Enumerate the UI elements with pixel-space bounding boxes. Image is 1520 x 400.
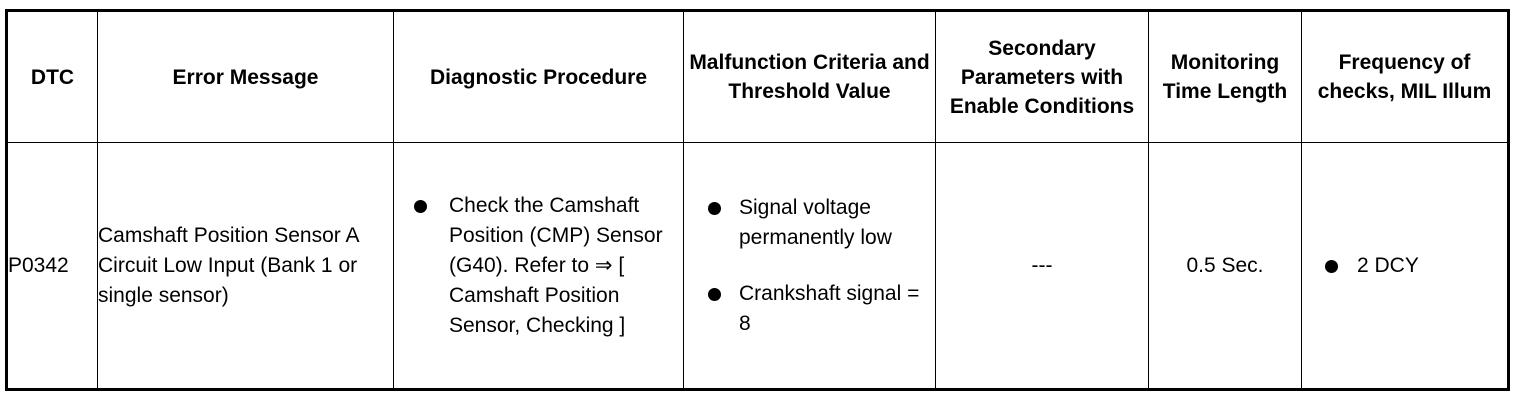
malfunction-criteria-cell: Signal voltage permanently low Crankshaf… xyxy=(683,142,936,390)
header-monitoring-time: Monitoring Time Length xyxy=(1148,10,1302,143)
frequency-cell: 2 DCY xyxy=(1301,142,1509,390)
header-error-message: Error Message xyxy=(97,10,394,143)
diagnostic-procedure-list: Check the Camshaft Position (CMP) Sensor… xyxy=(394,191,683,341)
header-secondary-parameters: Secondary Parameters with Enable Conditi… xyxy=(935,10,1149,143)
header-frequency: Frequency of checks, MIL Illum xyxy=(1301,10,1509,143)
monitoring-time: 0.5 Sec. xyxy=(1148,142,1302,390)
header-row: DTC Error Message Diagnostic Procedure M… xyxy=(6,10,1509,143)
dtc-code: P0342 xyxy=(6,142,98,390)
header-diagnostic-procedure: Diagnostic Procedure xyxy=(393,10,684,143)
malfunction-criteria-list: Signal voltage permanently low Crankshaf… xyxy=(684,193,935,339)
error-message: Camshaft Position Sensor A Circuit Low I… xyxy=(97,142,394,390)
malfunction-criteria-item: Signal voltage permanently low xyxy=(684,193,935,253)
header-malfunction-criteria: Malfunction Criteria and Threshold Value xyxy=(683,10,936,143)
diagnostic-procedure-cell: Check the Camshaft Position (CMP) Sensor… xyxy=(393,142,684,390)
table-row: P0342 Camshaft Position Sensor A Circuit… xyxy=(6,142,1509,390)
malfunction-criteria-item: Crankshaft signal = 8 xyxy=(684,279,935,339)
dtc-table: DTC Error Message Diagnostic Procedure M… xyxy=(5,9,1510,391)
header-dtc: DTC xyxy=(6,10,98,143)
frequency-list: 2 DCY xyxy=(1302,251,1507,281)
secondary-parameters: --- xyxy=(935,142,1149,390)
frequency-item: 2 DCY xyxy=(1302,251,1507,281)
diagnostic-procedure-item: Check the Camshaft Position (CMP) Sensor… xyxy=(394,191,683,341)
